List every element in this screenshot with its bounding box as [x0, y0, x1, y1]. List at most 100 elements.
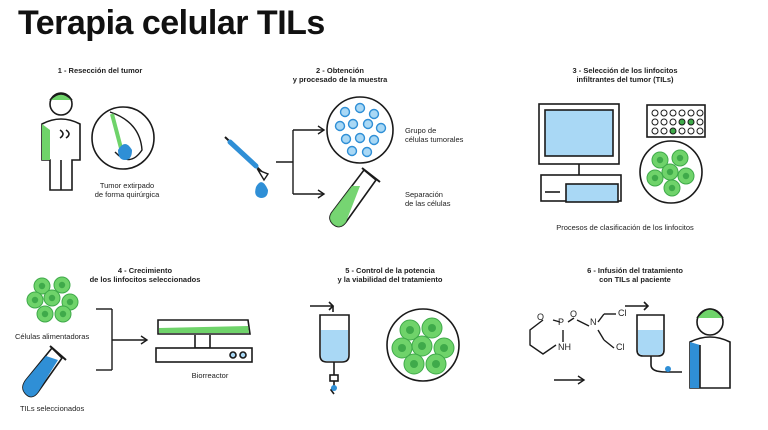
separation-tube	[329, 167, 381, 228]
plate-well	[678, 109, 686, 117]
well-plate	[646, 104, 706, 138]
lymphocyte-cell	[651, 151, 669, 169]
merge-arrows	[96, 308, 149, 371]
scalpel-icon	[224, 136, 270, 182]
separation-label: Separación de las células	[405, 190, 495, 208]
step3-heading-line2: infiltrantes del tumor (TILs)	[576, 75, 674, 84]
step2-heading-line1: 2 - Obtención	[316, 66, 364, 75]
plate-well	[660, 118, 668, 126]
step6-heading-line1: 6 - Infusión del tratamiento	[587, 266, 683, 275]
step3-heading-line1: 3 - Selección de los linfocitos	[572, 66, 678, 75]
tils-dish	[639, 140, 703, 204]
lymphocyte-cell	[671, 149, 689, 167]
plate-well	[660, 127, 668, 135]
step6-heading-line2: con TILs al paciente	[599, 275, 671, 284]
chem-n: N	[590, 317, 597, 327]
potency-dish	[386, 308, 460, 382]
lymphocyte-cell	[411, 335, 433, 357]
feeder-cells-cluster	[26, 276, 79, 323]
tumor-cell	[339, 106, 351, 118]
chem-p: P	[558, 317, 565, 327]
chem-cl2: Cl	[616, 342, 625, 352]
step5-heading: 5 - Control de la potencia y la viabilid…	[310, 266, 470, 284]
plate-well	[687, 127, 695, 135]
lymphocyte-cell	[53, 276, 71, 294]
step4-heading: 4 - Crecimiento de los linfocitos selecc…	[70, 266, 220, 284]
plate-well	[669, 109, 677, 117]
tumor-cell	[362, 118, 374, 130]
separation-label-line2: de las células	[405, 199, 451, 208]
chemical-structure	[529, 313, 616, 355]
plate-well	[651, 109, 659, 117]
step5-heading-line1: 5 - Control de la potencia	[345, 266, 435, 275]
lymphocyte-cell	[433, 337, 455, 359]
bioreactor-label: Biorreactor	[191, 371, 229, 380]
plate-well	[651, 118, 659, 126]
plate-well	[687, 118, 695, 126]
plate-well	[696, 127, 704, 135]
step1-heading: 1 - Resección del tumor	[57, 66, 143, 75]
lymphocyte-cell	[391, 337, 413, 359]
lymphocyte-cell	[677, 167, 695, 185]
selected-tils-label: TILs seleccionados	[20, 404, 85, 413]
tumor-cell	[368, 108, 380, 120]
breast-tumor-icon	[91, 106, 155, 170]
tumor-cells-label-line2: células tumorales	[405, 135, 464, 144]
tumor-cells-label-line1: Grupo de	[405, 126, 437, 135]
page-title: Terapia celular TILs	[18, 4, 325, 42]
patient-iv-bag	[625, 301, 682, 373]
step4-heading-line1: 4 - Crecimiento	[117, 266, 173, 275]
split-arrows	[276, 125, 326, 199]
classification-caption: Procesos de clasificación de los linfoci…	[556, 223, 694, 232]
lymphocyte-cell	[399, 319, 421, 341]
tumor-cell	[354, 102, 366, 114]
lymphocyte-cell	[43, 289, 61, 307]
step6-heading: 6 - Infusión del tratamiento con TILs al…	[560, 266, 710, 284]
step2-heading: 2 - Obtención y procesado de la muestra	[270, 66, 410, 84]
plate-well	[678, 118, 686, 126]
infusion-arrow	[554, 375, 586, 385]
lymphocyte-cell	[61, 293, 79, 311]
bioreactor-icon	[155, 319, 253, 363]
tumor-cell	[347, 118, 359, 130]
lymphocyte-cell	[646, 169, 664, 187]
plate-well	[678, 127, 686, 135]
chem-o2: O	[570, 309, 578, 319]
step3-heading: 3 - Selección de los linfocitos infiltra…	[545, 66, 705, 84]
lymphocyte-cell	[661, 163, 679, 181]
chem-cl1: Cl	[618, 308, 627, 318]
plate-well	[669, 118, 677, 126]
lymphocyte-cell	[663, 179, 681, 197]
step1-note-line1: Tumor extirpado	[99, 181, 155, 190]
step5-heading-line2: y la viabilidad del tratamiento	[337, 275, 443, 284]
feeder-cells-label: Células alimentadoras	[15, 332, 90, 341]
tumor-cell	[354, 132, 366, 144]
lymphocyte-cell	[26, 291, 44, 309]
lymphocyte-cell	[421, 317, 443, 339]
tumor-cells-label: Grupo de células tumorales	[405, 126, 495, 144]
iv-bag	[310, 301, 350, 395]
tumor-cell	[334, 120, 346, 132]
chem-o1: O	[537, 312, 545, 322]
tumor-cell	[375, 122, 387, 134]
tumor-cell	[368, 134, 380, 146]
plate-well	[651, 127, 659, 135]
patient-figure	[689, 308, 731, 389]
tumor-cell	[361, 146, 373, 158]
plate-well	[687, 109, 695, 117]
lymphocyte-cell	[33, 277, 51, 295]
plate-well	[696, 118, 704, 126]
step1-note-line2: de forma quirúrgica	[94, 190, 160, 199]
computer-base	[540, 174, 622, 203]
separation-label-line1: Separación	[405, 190, 443, 199]
step2-heading-line2: y procesado de la muestra	[292, 75, 388, 84]
surgeon-figure	[41, 92, 81, 191]
tumor-cell	[346, 145, 358, 157]
lymphocyte-cell	[54, 305, 72, 323]
step1-note: Tumor extirpado de forma quirúrgica	[82, 181, 172, 199]
plate-well	[660, 109, 668, 117]
plate-well	[669, 127, 677, 135]
chem-nh: NH	[558, 342, 571, 352]
tils-tube	[22, 345, 67, 398]
